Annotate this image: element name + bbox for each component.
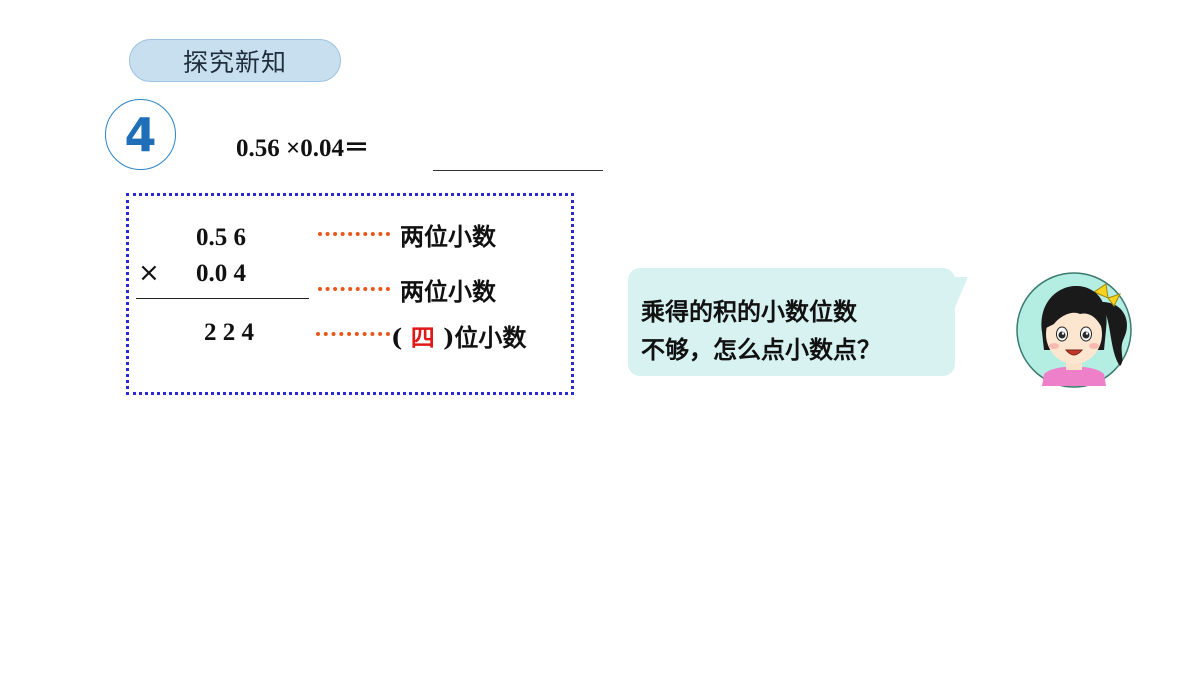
section-badge: 探究新知 — [129, 39, 341, 82]
vertical-calculation-box — [126, 193, 574, 395]
times-sign: × — [138, 258, 160, 288]
girl-avatar-icon — [1016, 272, 1132, 388]
section-badge-label: 探究新知 — [182, 47, 287, 77]
product-note-open: ( — [391, 323, 403, 352]
multiplicand: 0.5 6 — [196, 224, 246, 251]
multiplier: 0.0 4 — [196, 260, 246, 287]
multiplicand-note: 两位小数 — [400, 222, 496, 251]
product: 2 2 4 — [204, 319, 254, 346]
speech-bubble-tail — [950, 277, 968, 319]
calculation-rule-line — [136, 298, 309, 299]
leader-dots-1 — [318, 232, 390, 236]
bubble-line-1: 乘得的积的小数位数 — [641, 297, 857, 326]
bubble-line-2: 不够，怎么点小数点？ — [641, 335, 881, 364]
multiplier-note: 两位小数 — [400, 277, 496, 306]
speech-bubble — [628, 268, 955, 376]
example-number: 4 — [124, 107, 157, 162]
product-note-answer: 四 — [410, 323, 435, 352]
equation-text: 0.56 ×0.04＝ — [236, 135, 369, 162]
product-note-close: )位小数 — [443, 323, 527, 352]
example-number-circle: 4 — [105, 99, 176, 170]
leader-dots-3 — [316, 332, 390, 336]
product-note: ( 四 )位小数 — [391, 318, 526, 353]
leader-dots-2 — [318, 287, 390, 291]
answer-blank-line[interactable] — [433, 170, 603, 171]
